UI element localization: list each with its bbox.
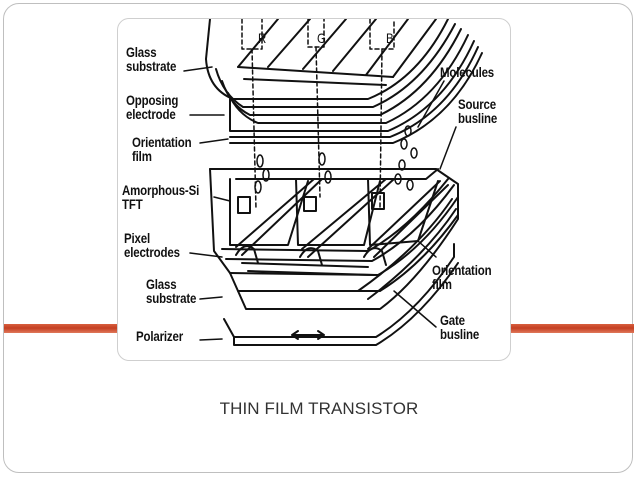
accent-band-left	[4, 324, 117, 333]
top-glass-assembly	[205, 19, 483, 144]
label-orientation-film-bottom: Orientation film	[432, 262, 492, 292]
filter-letter-g: G	[317, 30, 326, 46]
label-polarizer: Polarizer	[136, 328, 184, 344]
label-glass-substrate-top: Glass substrate	[126, 44, 177, 74]
tft-structure-drawing	[183, 19, 483, 346]
slide-caption: THIN FILM TRANSISTOR	[219, 399, 419, 418]
bottom-tft-substrate	[209, 168, 459, 346]
label-pixel-electrodes: Pixel electrodes	[124, 230, 180, 260]
leader-lines	[183, 66, 457, 341]
label-gate-busline: Gate busline	[440, 312, 480, 342]
filter-letter-b: B	[386, 30, 394, 46]
filter-letter-r: R	[258, 30, 267, 46]
polarization-arrow	[291, 330, 325, 340]
label-molecules: Molecules	[440, 64, 495, 80]
accent-band-right	[510, 324, 634, 333]
label-orientation-film-top: Orientation film	[132, 134, 192, 164]
label-amorphous-si-tft: Amorphous-Si TFT	[122, 182, 200, 212]
label-glass-substrate-bottom: Glass substrate	[146, 276, 197, 306]
label-opposing-electrode: Opposing electrode	[126, 92, 179, 122]
label-source-busline: Source busline	[458, 96, 498, 126]
tft-lcd-diagram: Glass substrate Opposing electrode Orien…	[117, 18, 511, 361]
